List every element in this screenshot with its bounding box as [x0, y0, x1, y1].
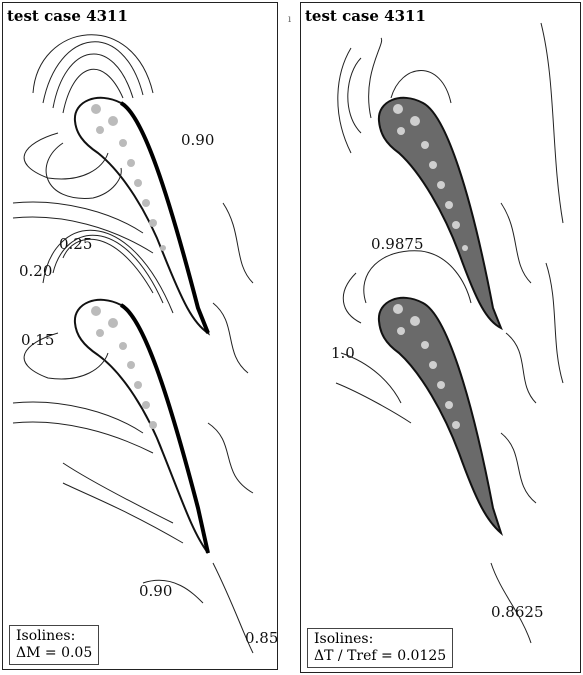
- isoline-legend: Isolines: ΔM = 0.05: [9, 625, 100, 665]
- isoline-label: 0.85: [245, 629, 279, 647]
- isoline-label: 0.9875: [371, 235, 424, 253]
- isolines: [335, 22, 564, 644]
- mach-contour-plot: [12, 34, 254, 654]
- legend-value: ΔT / Tref = 0.0125: [314, 648, 447, 664]
- blade-lower: [377, 296, 504, 537]
- isoline-label: 0.20: [19, 262, 53, 280]
- legend-value: ΔM = 0.05: [16, 645, 93, 661]
- cooling-holes-upper: [91, 104, 166, 251]
- isoline-label: 0.25: [59, 235, 93, 253]
- mach-contour-panel: test case 4311 0.90 0.25 0.20 0.15 0.90 …: [2, 2, 278, 670]
- isoline-label: 0.8625: [491, 603, 544, 621]
- isoline-label: 0.90: [139, 582, 173, 600]
- legend-heading: Isolines:: [314, 631, 374, 647]
- cooling-holes: [393, 104, 468, 429]
- isoline-legend: Isolines: ΔT / Tref = 0.0125: [307, 628, 454, 668]
- panel-title: test case 4311: [305, 7, 426, 25]
- separator-mark: ı: [288, 14, 292, 25]
- panel-title: test case 4311: [7, 7, 128, 25]
- legend-heading: Isolines:: [16, 628, 76, 644]
- isoline-label: 0.90: [181, 131, 215, 149]
- temperature-contour-plot: [335, 22, 564, 644]
- isoline-label: 0.15: [21, 331, 55, 349]
- blade-lower: [73, 298, 209, 554]
- isolines: [12, 34, 254, 654]
- isoline-label: 1.0: [331, 344, 355, 362]
- cooling-holes-lower: [91, 306, 157, 429]
- blade-upper: [377, 96, 503, 331]
- temperature-contour-panel: test case 4311 0.9875 1.0 0.8625 Isoline…: [300, 2, 581, 673]
